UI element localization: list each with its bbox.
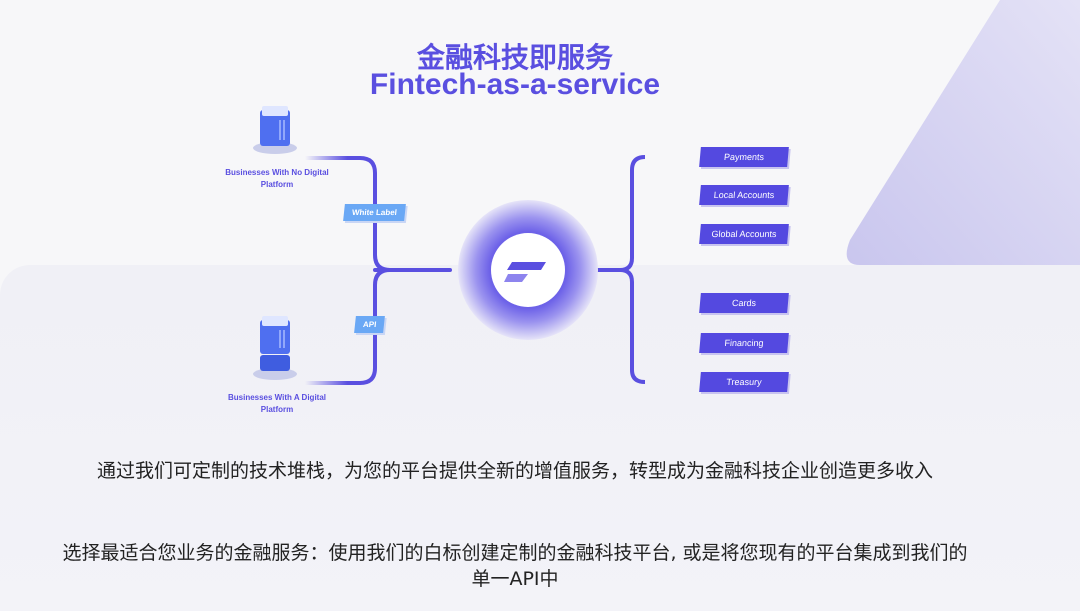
server-icon-top [253,106,297,154]
service-financing: Financing [699,333,789,353]
title-chinese: 金融科技即服务 [416,41,613,74]
tag-white-label: White Label [343,204,406,221]
service-branches [632,155,690,384]
title-english: Fintech-as-a-service [369,68,661,101]
service-treasury: Treasury [699,372,789,392]
service-payments: Payments [699,147,789,167]
paragraph-choose-service: 选择最适合您业务的金融服务：使用我们的白标创建定制的金融科技平台, 或是将您现有… [62,542,968,590]
logo-icon [504,262,546,282]
background-accent-shape [846,0,1080,265]
paragraph-value-added: 通过我们可定制的技术堆栈，为您的平台提供全新的增值服务，转型成为金融科技企业创造… [96,460,933,482]
service-global-accounts: Global Accounts [699,224,789,244]
service-local-accounts: Local Accounts [699,185,789,205]
server-icon-bottom [253,316,297,380]
service-cards: Cards [699,293,789,313]
source-label-no-platform: Businesses With No Digital Platform [225,168,329,189]
tag-api: API [354,316,386,333]
source-label-with-platform: Businesses With A Digital Platform [227,393,327,414]
left-connectors [303,156,452,385]
